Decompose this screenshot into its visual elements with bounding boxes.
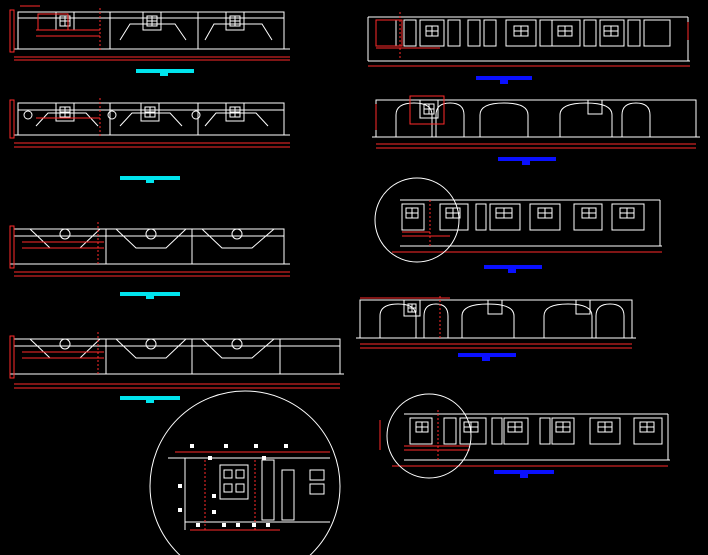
label-bar-tick — [160, 73, 168, 76]
enlarged-detail-bottom — [149, 390, 341, 555]
label-bar — [476, 76, 532, 80]
detail-circle-right-3 — [374, 177, 460, 263]
label-bar — [494, 470, 554, 474]
label-bar-tick — [522, 161, 530, 165]
elevation-left-2 — [9, 98, 290, 183]
elevation-right-2 — [372, 95, 700, 165]
elevation-right-3 — [374, 177, 662, 273]
elevation-right-5 — [379, 393, 670, 479]
label-bar — [120, 292, 180, 296]
label-bar — [498, 157, 556, 161]
elevation-right-4 — [356, 296, 636, 361]
label-bar — [120, 396, 180, 400]
label-bar — [120, 176, 180, 180]
label-bar-tick — [146, 296, 154, 299]
label-bar — [136, 69, 194, 73]
label-bar-tick — [482, 357, 490, 361]
elevation-left-3 — [9, 222, 290, 299]
label-bar-tick — [146, 180, 154, 183]
elevation-left-4 — [9, 332, 344, 403]
elevation-right-1 — [367, 12, 690, 84]
detail-circle-right-5 — [386, 393, 472, 479]
elevation-left-1 — [9, 5, 290, 76]
label-bar — [484, 265, 542, 269]
label-bar — [458, 353, 516, 357]
label-bar-tick — [508, 269, 516, 273]
label-bar-tick — [146, 400, 154, 403]
label-bar-tick — [520, 474, 528, 478]
label-bar-tick — [500, 80, 508, 84]
